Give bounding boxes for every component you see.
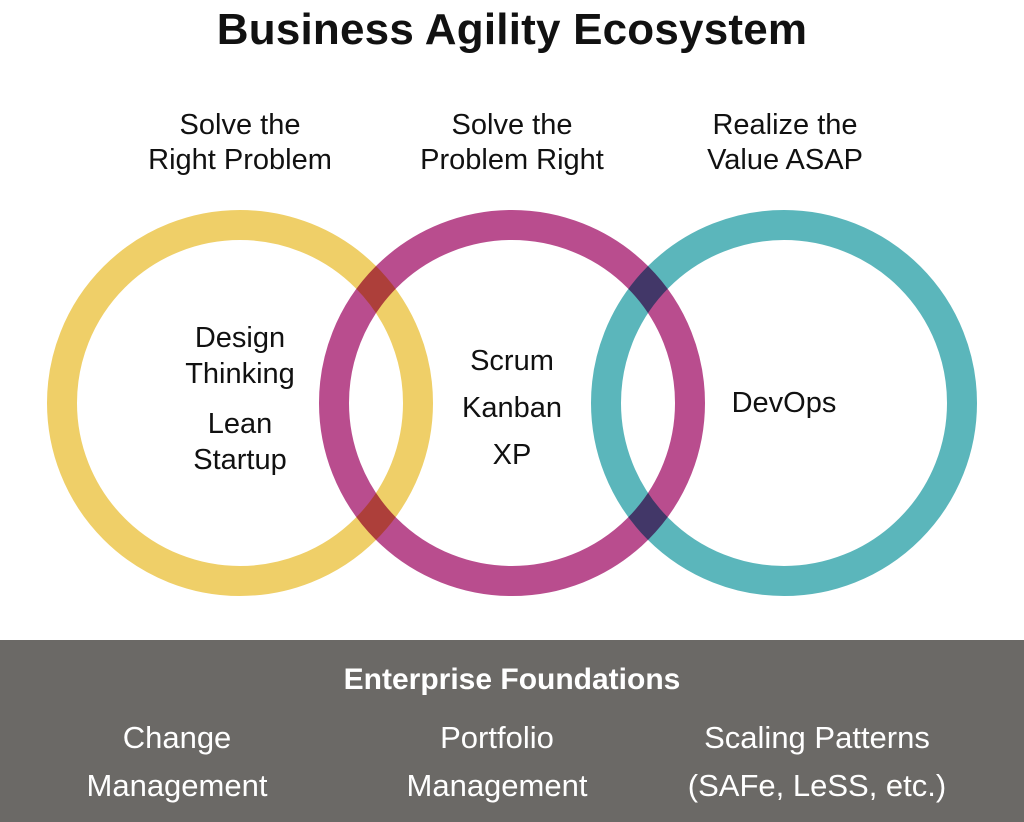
footer-line: (SAFe, LeSS, etc.) [687, 768, 947, 803]
label-line: Scrum [470, 345, 554, 377]
circle-scrum [319, 210, 705, 596]
heading-right-problem: Solve the Right Problem [110, 108, 370, 178]
heading-line: Problem Right [420, 144, 604, 176]
footer-item-change-management: Change Management [27, 714, 327, 810]
venn-diagram [47, 210, 977, 596]
circle-design-thinking [47, 210, 433, 596]
footer-item-portfolio-management: Portfolio Management [347, 714, 647, 810]
circle-label-devops: DevOps [664, 385, 904, 421]
label-line: Thinking [185, 358, 295, 390]
footer-line: Management [86, 768, 268, 803]
heading-value-asap: Realize the Value ASAP [655, 108, 915, 178]
circle-label-design-lean: Design Thinking Lean Startup [120, 320, 360, 478]
label-line: Startup [193, 444, 287, 476]
heading-line: Realize the [712, 109, 858, 141]
footer-line: Change [122, 720, 232, 755]
footer-item-scaling-patterns: Scaling Patterns (SAFe, LeSS, etc.) [667, 714, 967, 810]
circle-label-scrum-kanban-xp: Scrum Kanban XP [392, 338, 632, 479]
enterprise-foundations-panel: Enterprise Foundations Change Management… [0, 640, 1024, 822]
heading-line: Right Problem [148, 144, 332, 176]
label-line: Design [194, 322, 286, 354]
heading-problem-right: Solve the Problem Right [382, 108, 642, 178]
label-line: Lean [207, 408, 273, 440]
label-line: XP [492, 439, 532, 471]
footer-title: Enterprise Foundations [343, 663, 681, 696]
heading-line: Solve the [179, 109, 301, 141]
footer-line: Portfolio [440, 720, 554, 755]
label-line: DevOps [731, 387, 837, 419]
footer-line: Scaling Patterns [704, 720, 930, 755]
footer-line: Management [406, 768, 588, 803]
heading-line: Solve the [451, 109, 573, 141]
heading-line: Value ASAP [707, 144, 863, 176]
diagram-title: Business Agility Ecosystem [216, 5, 808, 54]
circle-devops [591, 210, 977, 596]
label-line: Kanban [462, 392, 562, 424]
